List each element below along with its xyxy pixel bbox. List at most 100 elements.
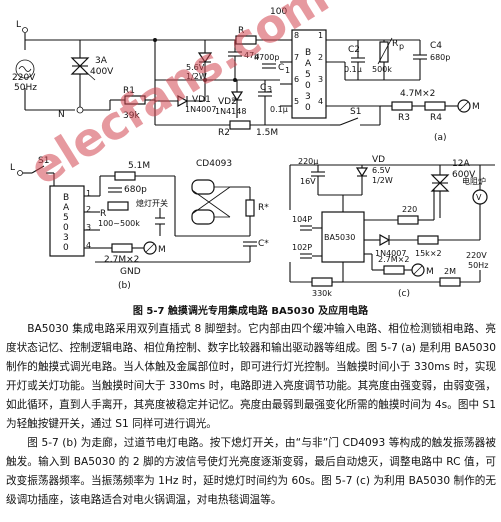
ic-b-pin2: 2 (86, 205, 91, 214)
s1-b-label: S1 (38, 156, 49, 166)
ic-b-pin3: 3 (86, 223, 91, 232)
body-text: BA5030 集成电路采用双列直插式 8 脚塑封。它内部由四个缓冲输入电路、相位… (6, 320, 496, 510)
circuit-a: L 220V 50Hz N 3A 400V R 100 5.6V 1/2W (12, 7, 480, 143)
zener-a-2: 1/2W (186, 72, 207, 81)
c3-val: 0.1μ (270, 105, 288, 114)
zener-a-1: 5.6V (186, 63, 205, 72)
paragraph-2: 图 5-7 (b) 为走廊，过道节电灯电路。按下熄灯开关，由“与非”门 CD40… (6, 437, 496, 506)
circuit-c: 220μ 16V VD 6.5V 1/2W 12A 600V V 电阻炉 BA5… (289, 155, 495, 299)
terminal-L-a (22, 27, 28, 33)
r-top-val: 100 (270, 7, 287, 17)
m-label-a: M (472, 102, 480, 112)
c2-val: 0.1μ (344, 65, 362, 74)
ic-b-pin1: 1 (86, 189, 91, 198)
ac-source-a (15, 59, 35, 79)
panel-b: (b) (118, 281, 131, 291)
vd2-label: VD2 (218, 97, 237, 107)
r-top-label: R (238, 26, 244, 36)
load-c-label: 电阻炉 (462, 176, 486, 186)
ic-a-pin1: 1 (318, 31, 323, 40)
resistor-220-c (397, 215, 419, 225)
r330-label: 330k (312, 289, 332, 298)
r-bot-b: 2.7M×2 (104, 255, 139, 265)
rp-val: 500k (372, 65, 392, 74)
resistor-r4 (424, 101, 446, 111)
r4-label: R4 (430, 113, 442, 123)
rp-b-range: 100~500k (98, 219, 140, 228)
c680-b: 680p (124, 185, 147, 195)
r1-label: R1 (123, 86, 135, 96)
gnd-label: GND (120, 267, 141, 277)
vd1-val: 1N4007 (185, 105, 216, 114)
rp-b (107, 201, 129, 211)
ic-b-pin4: 4 (86, 241, 91, 250)
r2-val: 1.5M (256, 128, 278, 138)
ic-ba5030-a (291, 29, 327, 119)
supply-c-1: 220V (466, 251, 487, 260)
resistor-r1 (124, 95, 146, 105)
panel-a: (a) (434, 133, 447, 143)
supply-c-2: 50Hz (468, 261, 488, 270)
rp-label: R (392, 39, 398, 49)
vd-c-label: VD (372, 155, 385, 165)
supply-a-1: 220V (12, 73, 36, 83)
terminal-N-a (76, 106, 84, 114)
ic-a-pin5: 5 (294, 97, 299, 106)
r1-val: 39k (123, 111, 140, 121)
r2-label: R2 (218, 128, 230, 138)
figure-caption: 图 5-7 触摸调光专用集成电路 BA5030 及应用电路 (132, 306, 369, 317)
triac-a-2: 400V (90, 67, 114, 77)
resistor-15k-c (417, 235, 439, 245)
resistor-rstar (245, 199, 255, 217)
c4-val: 680p (430, 53, 450, 62)
ic-a-pin7: 7 (294, 53, 299, 62)
panel-c: (c) (398, 289, 410, 299)
potentiometer-rp (379, 41, 389, 63)
ic-a-pin6: 6 (294, 75, 299, 84)
resistor-2m-c (439, 277, 461, 287)
diode-c-label: 1N4007 (375, 249, 406, 258)
triac-c-2: 600V (452, 170, 476, 180)
vd2-val: 1N4148 (215, 107, 246, 116)
c220v-label: 16V (300, 177, 316, 186)
label-L-b: L (10, 163, 15, 173)
ic-a-pin3: 3 (318, 75, 323, 84)
label-N-a: N (58, 110, 65, 120)
r2m-label: 2M (444, 267, 456, 276)
circuit-diagrams: L 220V 50Hz N 3A 400V R 100 5.6V 1/2W (10, 7, 495, 299)
resistor-2m7-b (111, 243, 133, 253)
m-label-b: M (158, 245, 166, 255)
c3-label: C (260, 83, 266, 93)
switch-label-b: 熄灯开关 (136, 198, 168, 208)
c4700-label: 4700p (254, 53, 279, 62)
r-top-b: 5.1M (128, 161, 150, 171)
c1-label: C (278, 63, 284, 73)
ic-ba5030-b (49, 185, 85, 257)
rstar-label: R* (258, 203, 269, 213)
resistor-330k-c (311, 277, 333, 287)
vd-c-w: 1/2W (372, 176, 393, 185)
rp-sub: p (399, 42, 404, 51)
c102-label: 102P (292, 243, 312, 252)
ic-a-pin2: 2 (318, 53, 323, 62)
c1-sub: 1 (285, 66, 290, 75)
c4-label: C4 (430, 41, 442, 51)
r27m-c-label: 2.7M×2 (378, 255, 409, 264)
cstar-label: C* (258, 239, 269, 249)
ic2-b-label: CD4093 (196, 159, 232, 169)
r3-label: R3 (398, 113, 410, 123)
triac-c-1: 12A (452, 159, 470, 169)
r3-val: 4.7M×2 (400, 89, 435, 99)
r220-label: 220 (402, 205, 417, 214)
supply-a-2: 50Hz (14, 83, 37, 93)
rp-b-label: R (100, 209, 106, 219)
resistor-2m7-c (383, 265, 405, 275)
vd1-label: VD1 (192, 95, 211, 105)
load-c-v: V (476, 193, 482, 202)
c47-label: 47μ (244, 51, 259, 60)
r15k-label: 15k×2 (415, 249, 442, 258)
ic-a-pin4: 4 (318, 97, 323, 106)
